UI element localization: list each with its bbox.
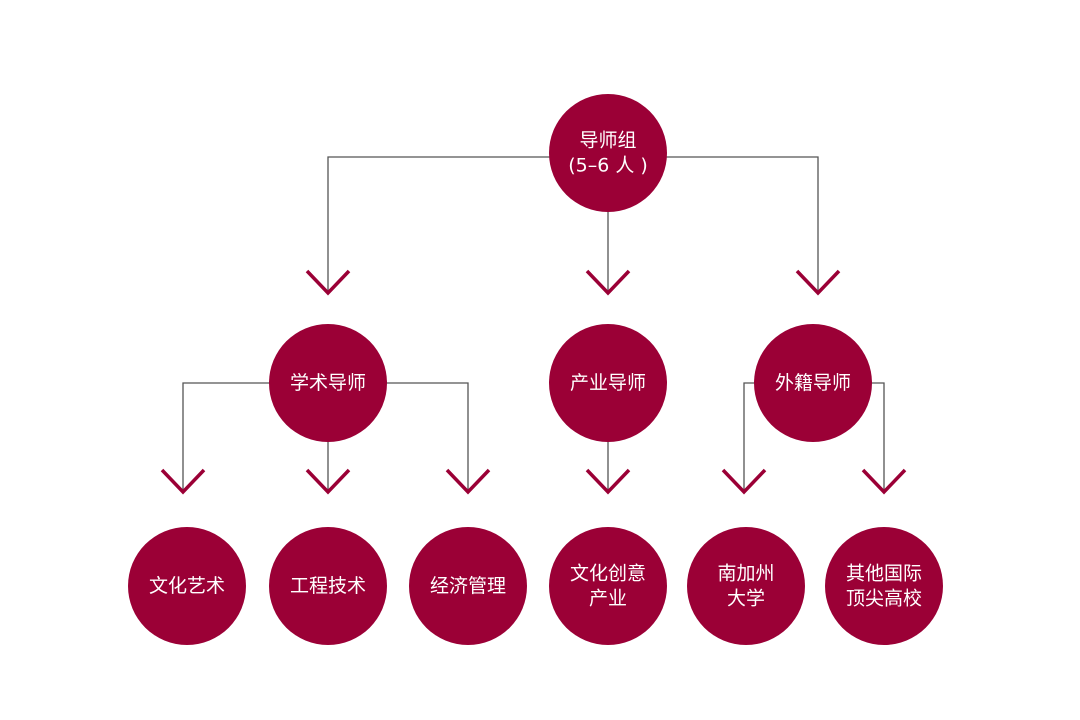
node-circle: [687, 527, 805, 645]
node-circle: [128, 527, 246, 645]
node-label: 文化艺术: [149, 575, 225, 597]
node-root: 导师组 (5–6 人 ): [549, 94, 667, 212]
arrow-down-icon: [160, 468, 206, 495]
node-circle: [409, 527, 527, 645]
arrow-down-icon: [585, 468, 631, 495]
node-economics: 经济管理: [409, 527, 527, 645]
node-circle: [269, 527, 387, 645]
arrow-down-icon: [305, 269, 351, 296]
arrow-down-icon: [861, 468, 907, 495]
node-academic: 学术导师: [269, 324, 387, 442]
node-label: 其他国际: [846, 563, 922, 585]
node-industry: 产业导师: [549, 324, 667, 442]
connectors: [160, 156, 907, 495]
node-circle: [269, 324, 387, 442]
node-label: 文化创意: [570, 563, 646, 585]
node-circle: [549, 324, 667, 442]
node-label: 工程技术: [290, 575, 366, 597]
node-label: 产业导师: [570, 372, 646, 394]
node-label: 南加州: [717, 563, 774, 585]
node-label: (5–6 人 ): [568, 155, 648, 177]
node-foreign: 外籍导师: [754, 324, 872, 442]
node-circle: [549, 94, 667, 212]
node-label: 产业: [589, 588, 627, 610]
arrow-down-icon: [445, 468, 491, 495]
node-label: 外籍导师: [775, 372, 851, 394]
node-circle: [754, 324, 872, 442]
node-label: 导师组: [579, 130, 636, 152]
node-circle: [825, 527, 943, 645]
node-culture-art: 文化艺术: [128, 527, 246, 645]
node-label: 经济管理: [430, 575, 506, 597]
node-label: 学术导师: [290, 372, 366, 394]
node-label: 大学: [727, 588, 765, 610]
arrow-down-icon: [795, 269, 841, 296]
arrow-down-icon: [305, 468, 351, 495]
node-engineering: 工程技术: [269, 527, 387, 645]
node-circle: [549, 527, 667, 645]
arrow-down-icon: [721, 468, 767, 495]
arrow-down-icon: [585, 269, 631, 296]
node-label: 顶尖高校: [846, 588, 922, 610]
